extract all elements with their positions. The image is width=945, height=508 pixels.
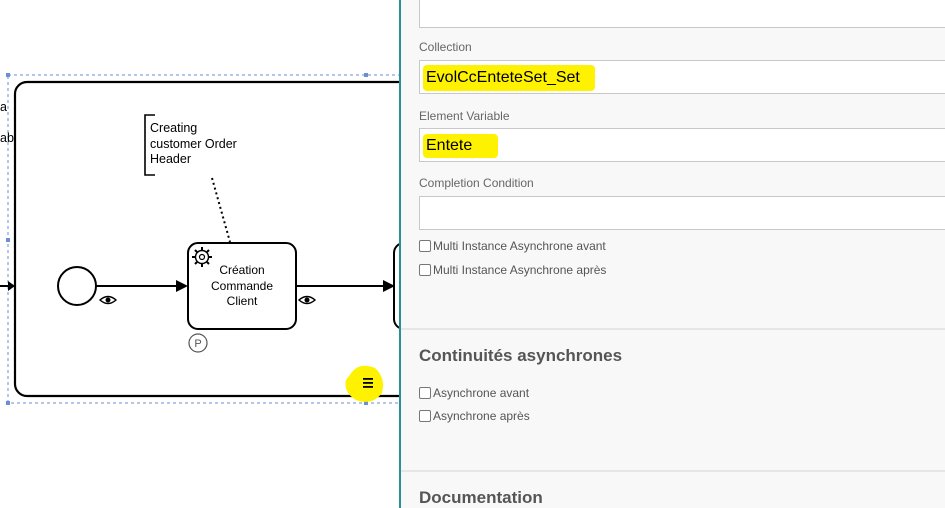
cut-off-label: ab xyxy=(0,131,14,145)
section-divider xyxy=(401,470,945,472)
highlight-marker xyxy=(423,65,595,91)
collection-input[interactable]: EvolCcEnteteSet_Set xyxy=(419,60,945,94)
association-line xyxy=(211,177,231,243)
checkbox[interactable] xyxy=(419,387,431,399)
section-divider xyxy=(401,328,945,330)
eye-icon[interactable] xyxy=(297,295,317,305)
element-variable-label: Element Variable xyxy=(419,109,510,123)
annotation-bracket xyxy=(144,114,155,176)
checkbox-multi-instance-async-before[interactable]: Multi Instance Asynchrone avant xyxy=(419,239,606,253)
selection-handle xyxy=(6,401,10,405)
highlight-marker xyxy=(423,134,498,158)
checkbox[interactable] xyxy=(419,410,431,422)
eye-icon[interactable] xyxy=(98,295,118,305)
checkbox-label: Multi Instance Asynchrone avant xyxy=(433,239,606,253)
completion-condition-input[interactable] xyxy=(419,196,945,230)
multi-instance-icon[interactable] xyxy=(363,378,373,388)
task-marker xyxy=(188,333,208,353)
checkbox[interactable] xyxy=(419,264,431,276)
text-annotation[interactable]: Creating customer Order Header xyxy=(150,121,237,168)
section-title-documentation[interactable]: Documentation xyxy=(419,488,543,507)
collection-label: Collection xyxy=(419,40,472,54)
task-label-line: Client xyxy=(227,294,258,308)
checkbox[interactable] xyxy=(419,240,431,252)
checkbox-label: Asynchrone après xyxy=(433,409,530,423)
checkbox-multi-instance-async-after[interactable]: Multi Instance Asynchrone après xyxy=(419,263,606,277)
cut-off-label: a xyxy=(0,100,7,114)
selection-handle xyxy=(364,73,368,77)
element-variable-input[interactable]: Entete xyxy=(419,128,945,162)
start-event[interactable] xyxy=(57,266,97,306)
task-label-line: Commande xyxy=(211,279,273,293)
section-title-async-continuations[interactable]: Continuités asynchrones xyxy=(419,346,623,365)
subprocess-container[interactable] xyxy=(13,80,400,398)
task-label-line: Création xyxy=(219,263,264,277)
annotation-line: customer Order xyxy=(150,136,237,151)
completion-condition-label: Completion Condition xyxy=(419,176,534,190)
gear-icon xyxy=(192,247,212,267)
checkbox-async-after[interactable]: Asynchrone après xyxy=(419,409,530,423)
selection-handle xyxy=(6,238,10,242)
task-marker-letter: P xyxy=(194,338,201,350)
checkbox-label: Multi Instance Asynchrone après xyxy=(433,263,607,277)
selection-handle xyxy=(364,401,368,405)
checkbox-async-before[interactable]: Asynchrone avant xyxy=(419,386,529,400)
selection-handle xyxy=(6,73,10,77)
annotation-line: Creating xyxy=(150,121,198,135)
next-task[interactable] xyxy=(393,242,400,330)
element-variable-value: Entete xyxy=(426,137,473,154)
properties-panel: Collection EvolCcEnteteSet_Set Element V… xyxy=(399,0,945,508)
annotation-line: Header xyxy=(150,152,191,166)
highlight-marker xyxy=(345,365,384,402)
collection-value: EvolCcEnteteSet_Set xyxy=(426,69,580,86)
previous-field-input[interactable] xyxy=(419,0,945,28)
checkbox-label: Asynchrone avant xyxy=(433,386,530,400)
bpmn-canvas[interactable]: Création Commande Client P a ab Creating… xyxy=(0,0,400,508)
bpmn-diagram: Création Commande Client P xyxy=(0,73,400,405)
